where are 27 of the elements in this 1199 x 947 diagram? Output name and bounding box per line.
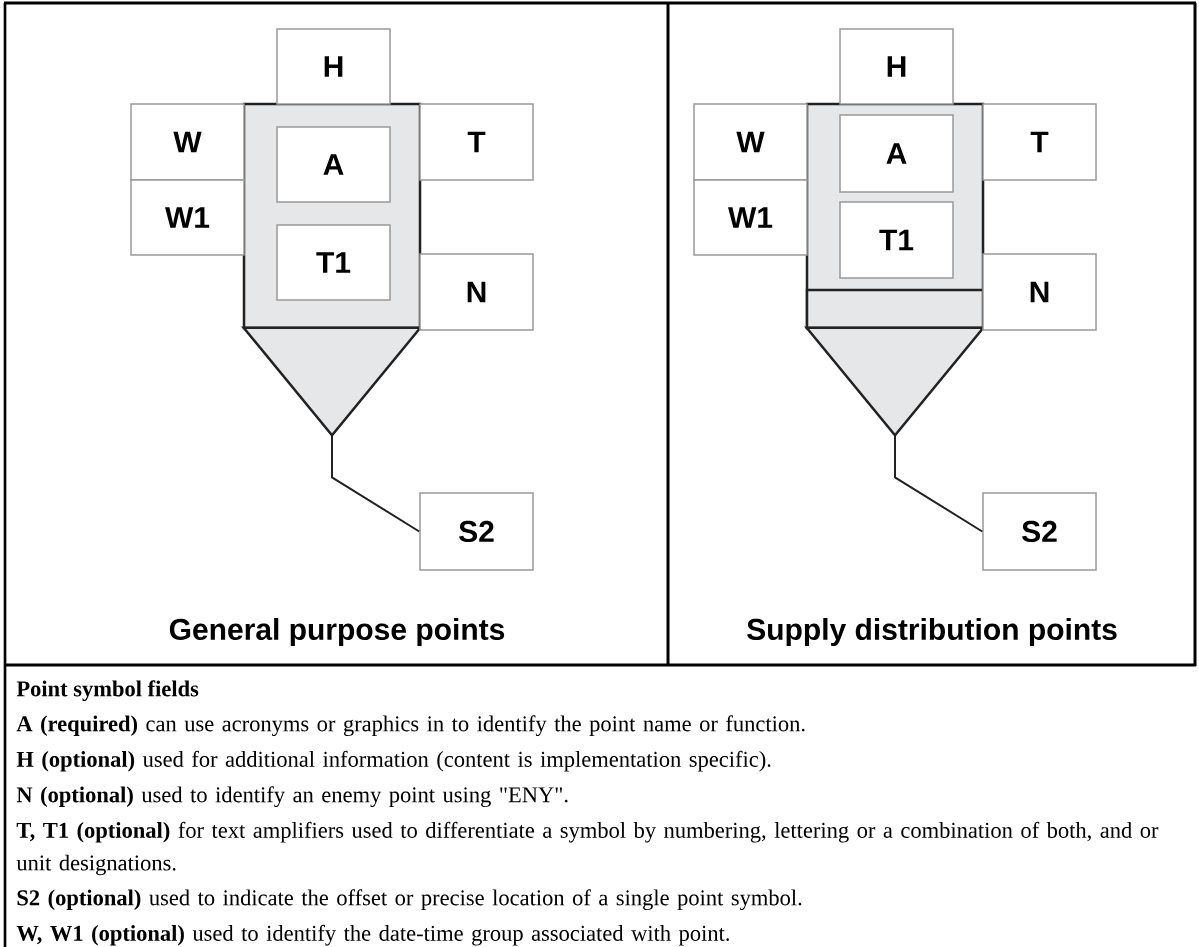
field-box: T1 [839,201,954,279]
field-box: A [276,126,391,203]
panel-caption: General purpose points [169,618,505,646]
field-description: T, T1 (optional) for text amplifiers used to differentiate a symbol by numbering, lettering or a combination of both, and or unit designations. [16,821,1159,876]
field-box: A [839,114,954,193]
field-box: T [419,103,534,181]
field-box: N [419,253,534,331]
leader-line [894,434,984,533]
field-box: W1 [130,179,245,256]
field-description: A (required) can use acronyms or graphics in to identify the point name or function. [16,715,805,737]
field-description: N (optional) used to identify an enemy point using "ENY". [16,786,568,808]
field-box: S2 [419,492,534,571]
field-description: W, W1 (optional) used to identify the date-time group associated with point. [16,924,729,946]
field-description: H (optional) used for additional information (content is implementation specific). [16,750,771,772]
field-box: W1 [693,179,808,256]
section-heading: Point symbol fields [16,680,199,702]
field-box: W [693,103,808,181]
panel-caption: Supply distribution points [747,618,1117,646]
field-box: H [839,28,954,105]
field-box: S2 [982,492,1097,571]
field-box: T1 [276,224,391,301]
field-box: H [276,28,391,105]
field-box: T [982,103,1097,181]
leader-line [331,434,421,533]
field-box: W [130,103,245,181]
field-box: N [982,253,1097,331]
field-description: S2 (optional) used to indicate the offset or precise location of a single point symbol. [17,889,802,911]
